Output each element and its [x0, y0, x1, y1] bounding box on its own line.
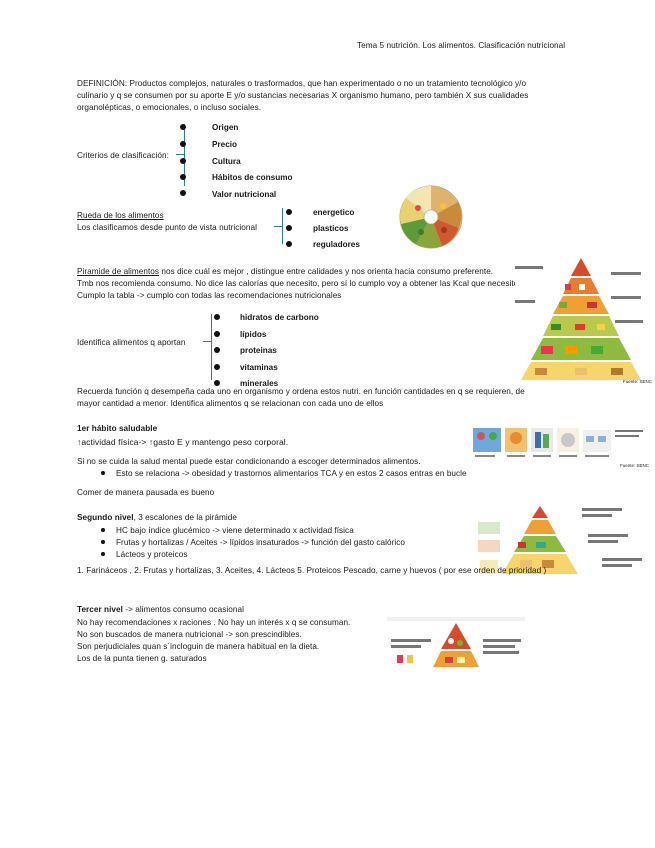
tercer-line: Son perjudiciales quan s´incloguin de ma…	[77, 642, 320, 651]
piramide-line-1-text: nos dice cuál es mejor , distingue entre…	[159, 267, 494, 276]
tercer-title-rest: -> alimentos consumo ocasional	[122, 605, 244, 614]
bullet-dot	[214, 331, 220, 337]
segundo-title-rest: , 3 escalones de la pirámide	[133, 513, 237, 522]
recuerda-line-1: Recuerda función q desempeña cada uno en…	[77, 387, 525, 396]
bullet-dot	[101, 471, 105, 475]
bullet-dot	[101, 540, 105, 544]
nutriente-item: minerales	[240, 379, 279, 388]
rueda-item: plasticos	[313, 224, 349, 233]
bullet-dot	[286, 225, 292, 231]
rueda-title: Rueda de los alimentos	[77, 211, 164, 220]
bullet-dot	[286, 209, 292, 215]
definition-line-3: organolépticas, o emocionales, o incluso…	[77, 103, 262, 112]
bullet-dot	[101, 552, 105, 556]
segundo-bullet: Frutas y hortalizas / Aceites -> lípidos…	[116, 538, 405, 547]
tercer-line: No son buscados de manera nutricional ->…	[77, 630, 302, 639]
bullet-dot	[101, 528, 105, 532]
tercer-line: No hay recomendaciones x raciones . No h…	[77, 618, 351, 627]
activity-image	[473, 424, 645, 470]
criterios-label: Criterios de clasificación:	[77, 151, 169, 160]
bullet-dot	[180, 124, 186, 130]
rueda-brace	[282, 208, 283, 244]
identifica-brace	[211, 314, 212, 380]
criterio-item: Cultura	[212, 157, 241, 166]
piramide-title: Piramide de alimentos	[77, 267, 160, 276]
page-header: Tema 5 nutrición. Los alimentos. Clasifi…	[357, 41, 566, 50]
segundo-title: Segundo nivel	[77, 513, 134, 522]
bullet-dot	[214, 314, 220, 320]
piramide-line-1: Piramide de alimentos nos dice cuál es m…	[77, 266, 493, 277]
activity-source: Fuente: SENC	[620, 463, 650, 468]
tercer-pyramid-image	[387, 617, 525, 675]
tercer-line: Los de la punta tienen g. saturados	[77, 654, 207, 663]
nutriente-item: vitaminas	[240, 363, 278, 372]
bullet-dot	[214, 380, 220, 386]
nutriente-item: proteinas	[240, 346, 277, 355]
segundo-bullet: Lácteos y proteicos	[116, 550, 188, 559]
nutriente-item: hidratos de carbono	[240, 313, 319, 322]
segundo-title-line: Segundo nivel, 3 escalones de la pirámid…	[77, 512, 237, 523]
segundo-bullet: HC bajo índice glucémico -> viene determ…	[116, 526, 354, 535]
primer-title: 1er hábito saludable	[77, 424, 158, 433]
primer-bullet: Esto se relaciona -> obesidad y trastorn…	[116, 469, 467, 478]
criterio-item: Hábitos de consumo	[212, 173, 293, 182]
criterio-item: Precio	[212, 140, 238, 149]
segundo-pyramid-image	[478, 500, 646, 580]
nutriente-item: lípidos	[240, 330, 267, 339]
criterios-brace-tip	[176, 154, 184, 155]
definition-line-1: DEFINICIÓN: Productos complejos, natural…	[77, 79, 527, 88]
food-wheel-image	[399, 185, 463, 249]
piramide-line-2: Tmb nos recomienda consumo. No dice las …	[77, 279, 521, 288]
bullet-dot	[180, 158, 186, 164]
tercer-title-line: Tercer nivel -> alimentos consumo ocasio…	[77, 604, 244, 615]
bullet-dot	[180, 174, 186, 180]
recuerda-line-2: mayor cantidad a menor. Identifica alime…	[77, 399, 384, 408]
food-pyramid-image	[515, 256, 647, 386]
primer-arrow-line: ↑actividad física-> ↑gasto E y mantengo …	[77, 437, 289, 447]
segundo-order: 1. Farináceos , 2. Frutas y hortalizas, …	[77, 566, 547, 575]
pyramid-source: Fuente: SENC	[623, 379, 653, 384]
rueda-brace-tip	[274, 226, 282, 227]
bullet-dot	[180, 141, 186, 147]
rueda-text: Los clasificamos desde punto de vista nu…	[77, 223, 257, 232]
bullet-dot	[214, 364, 220, 370]
primer-line: Si no se cuida la salud mental puede est…	[77, 457, 421, 466]
piramide-line-3: Cumplo la tabla -> cumplo con todas las …	[77, 291, 342, 300]
identifica-brace-tip	[203, 341, 211, 342]
bullet-dot	[286, 241, 292, 247]
rueda-item: reguladores	[313, 240, 360, 249]
criterios-brace	[184, 124, 185, 186]
definition-line-2: culinario y q se consumen por su aporte …	[77, 91, 529, 100]
bullet-dot	[180, 190, 186, 196]
identifica-label: Identifica alimentos q aportan	[77, 338, 186, 347]
tercer-title: Tercer nivel	[77, 605, 123, 614]
bullet-dot	[214, 347, 220, 353]
criterio-item: Origen	[212, 123, 239, 132]
primer-after: Comer de manera pausada es bueno	[77, 488, 215, 497]
rueda-item: energetico	[313, 208, 355, 217]
criterio-item: Valor nutricional	[212, 190, 277, 199]
